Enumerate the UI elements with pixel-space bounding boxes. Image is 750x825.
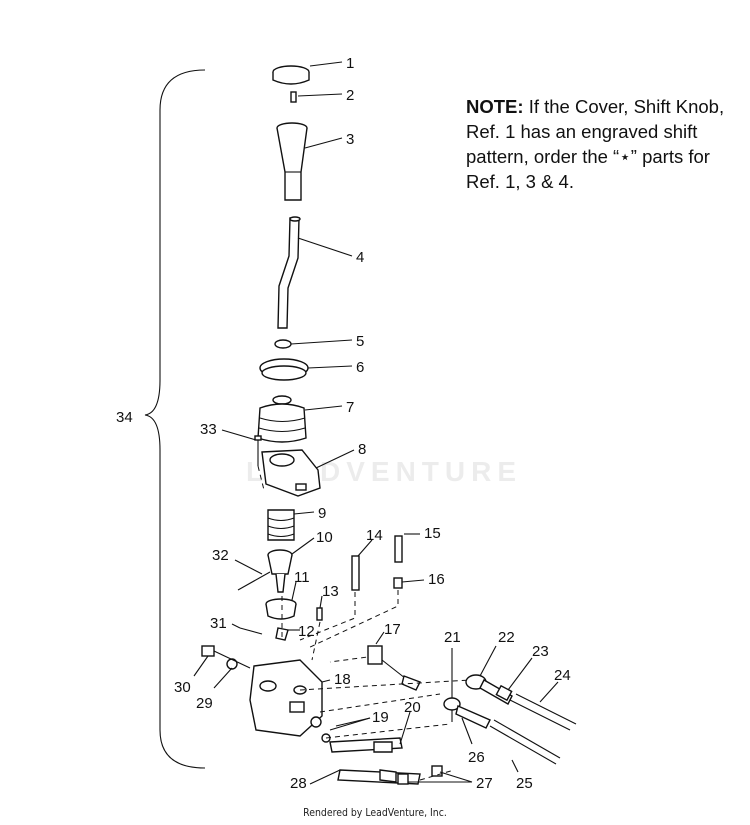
callout-17: 17 — [384, 621, 401, 638]
assembly-brace — [144, 69, 206, 769]
callout-11: 11 — [294, 569, 310, 586]
part-bolt-15 — [394, 535, 403, 563]
guide-lines — [257, 465, 399, 663]
callout-24: 24 — [554, 667, 571, 684]
callout-33: 33 — [200, 421, 217, 438]
footer-credit: Rendered by LeadVenture, Inc. — [303, 806, 447, 819]
callout-12: 12 — [298, 623, 315, 640]
callout-23: 23 — [532, 643, 549, 660]
part-nut-27a — [431, 765, 443, 777]
callout-13: 13 — [322, 583, 339, 600]
part-washer-29 — [226, 658, 238, 670]
part-pin-31 — [239, 627, 263, 635]
part-bolt-30 — [201, 645, 251, 669]
callout-5: 5 — [356, 333, 364, 350]
part-rod-24 — [509, 699, 571, 731]
callout-10: 10 — [316, 529, 333, 546]
callout-16: 16 — [428, 571, 445, 588]
part-bolt-33 — [254, 435, 262, 466]
callout-29: 29 — [196, 695, 213, 712]
part-ring — [259, 358, 309, 381]
part-boot — [257, 395, 307, 443]
part-housing-plate — [261, 449, 321, 497]
callout-2: 2 — [346, 87, 354, 104]
callout-8: 8 — [358, 441, 366, 458]
note-body: If the Cover, Shift Knob, Ref. 1 has an … — [466, 96, 725, 192]
callout-6: 6 — [356, 359, 364, 376]
callout-15: 15 — [424, 525, 441, 542]
part-bushing — [265, 598, 297, 620]
part-nut-27b — [397, 773, 409, 785]
part-rod-end-22 — [465, 674, 513, 705]
callout-1: 1 — [346, 55, 354, 72]
part-spring — [267, 509, 295, 541]
part-stud-14 — [351, 555, 360, 591]
callout-20: 20 — [404, 699, 421, 716]
part-rod-25 — [489, 725, 557, 765]
callout-9: 9 — [318, 505, 326, 522]
callout-31: 31 — [210, 615, 227, 632]
note-label: NOTE: — [466, 96, 524, 117]
callout-labels: 1 2 3 4 5 6 7 8 9 10 11 12 13 14 15 16 1… — [116, 55, 571, 792]
part-nut-16 — [393, 577, 403, 589]
part-screw — [290, 91, 297, 103]
callout-19: 19 — [372, 709, 389, 726]
callout-25: 25 — [516, 775, 533, 792]
callout-14: 14 — [366, 527, 383, 544]
callout-27: 27 — [476, 775, 493, 792]
callout-4: 4 — [356, 249, 364, 266]
leader-lines — [193, 61, 559, 785]
part-pin-32 — [237, 571, 271, 591]
part-rod-end-21 — [443, 697, 491, 729]
part-screw-13 — [316, 607, 323, 621]
callout-7: 7 — [346, 399, 354, 416]
part-washer — [274, 339, 292, 349]
part-shift-housing — [249, 659, 323, 737]
callout-34: 34 — [116, 409, 133, 426]
part-pivot — [267, 549, 293, 593]
callout-32: 32 — [212, 547, 229, 564]
callout-18: 18 — [334, 671, 351, 688]
note-text: NOTE: If the Cover, Shift Knob, Ref. 1 h… — [466, 94, 746, 194]
callout-22: 22 — [498, 629, 515, 646]
callout-26: 26 — [468, 749, 485, 766]
part-shift-lever — [277, 216, 301, 329]
part-knob — [276, 122, 308, 201]
callout-3: 3 — [346, 131, 354, 148]
callout-28: 28 — [290, 775, 307, 792]
callout-30: 30 — [174, 679, 191, 696]
part-cover-knob — [272, 65, 310, 85]
callout-21: 21 — [444, 629, 461, 646]
part-rod-end-17 — [367, 645, 421, 691]
